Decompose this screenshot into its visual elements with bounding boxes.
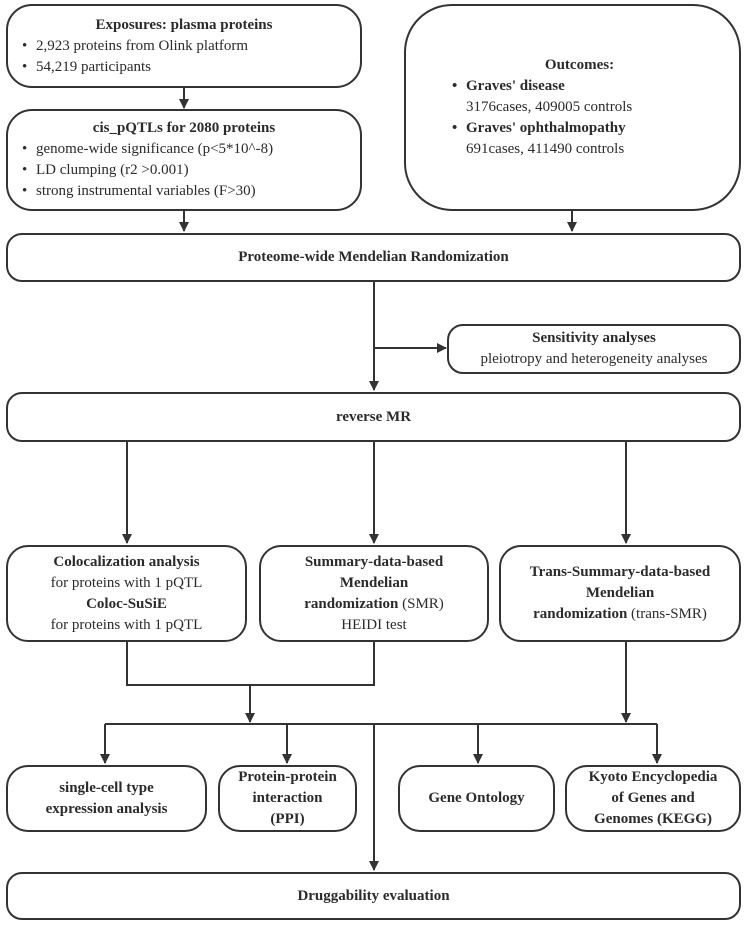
smr-title-b: Mendelian xyxy=(339,574,409,591)
ppi-line2: interaction xyxy=(252,790,323,806)
kegg-line1: Kyoto Encyclopedia xyxy=(588,769,718,785)
exposures-title: Exposures: plasma proteins xyxy=(95,16,273,33)
sensitivity-box: Sensitivity analyses pleiotropy and hete… xyxy=(447,324,741,374)
smr-title-c: randomization xyxy=(304,595,399,612)
smr-line: HEIDI test xyxy=(341,616,407,633)
ppi-line3: (PPI) xyxy=(270,811,305,827)
exposures-list: 2,923 proteins from Olink platform 54,21… xyxy=(20,36,348,78)
smr-suffix: (SMR) xyxy=(398,595,444,612)
coloc-line1: for proteins with 1 pQTL xyxy=(50,574,203,591)
sensitivity-title: Sensitivity analyses xyxy=(532,330,656,346)
trans-smr-suffix: (trans-SMR) xyxy=(627,606,707,622)
trans-smr-title-b: Mendelian xyxy=(585,585,655,601)
outcome-graves-disease-counts: 3176cases, 409005 controls xyxy=(466,99,633,115)
sensitivity-subtitle: pleiotropy and heterogeneity analyses xyxy=(480,351,708,367)
outcomes-list-2: Graves' ophthalmopathy xyxy=(450,118,739,139)
exposures-item: 54,219 participants xyxy=(20,57,348,78)
druggability-title: Druggability evaluation xyxy=(297,887,450,904)
druggability-box: Druggability evaluation xyxy=(6,872,741,920)
smr-title-a: Summary-data-based xyxy=(304,553,444,570)
reverse-mr-box: reverse MR xyxy=(6,392,741,442)
reverse-mr-title: reverse MR xyxy=(335,408,412,425)
gene-ontology-title: Gene Ontology xyxy=(428,790,525,806)
outcomes-list: Graves' disease xyxy=(450,76,739,97)
pwmr-box: Proteome-wide Mendelian Randomization xyxy=(6,233,741,282)
pwmr-title: Proteome-wide Mendelian Randomization xyxy=(238,249,509,265)
coloc-title2: Coloc-SuSiE xyxy=(86,595,167,612)
trans-smr-title-a: Trans-Summary-data-based xyxy=(529,564,711,580)
trans-smr-title-c: randomization xyxy=(533,606,628,622)
line-coloc-smr-merge xyxy=(126,641,375,686)
cis-pqtls-box: cis_pQTLs for 2080 proteins genome-wide … xyxy=(6,109,362,211)
single-cell-box: single-cell type expression analysis xyxy=(6,765,207,832)
exposures-item: 2,923 proteins from Olink platform xyxy=(20,36,348,57)
outcomes-box: Outcomes: Graves' disease 3176cases, 409… xyxy=(404,4,741,211)
outcome-graves-disease: Graves' disease xyxy=(450,76,739,97)
trans-smr-box: Trans-Summary-data-based Mendelian rando… xyxy=(499,545,741,642)
kegg-box: Kyoto Encyclopedia of Genes and Genomes … xyxy=(565,765,741,832)
single-cell-line2: expression analysis xyxy=(45,800,168,817)
outcome-graves-ophthalmopathy: Graves' ophthalmopathy xyxy=(450,118,739,139)
ppi-line1: Protein-protein xyxy=(238,769,337,785)
smr-box: Summary-data-based Mendelian randomizati… xyxy=(259,545,489,642)
exposures-box: Exposures: plasma proteins 2,923 protein… xyxy=(6,4,362,88)
kegg-line3: Genomes (KEGG) xyxy=(594,811,712,827)
kegg-line2: of Genes and xyxy=(611,790,695,806)
cis-pqtls-item: LD clumping (r2 >0.001) xyxy=(20,160,348,181)
cis-pqtls-list: genome-wide significance (p<5*10^-8) LD … xyxy=(20,139,348,202)
ppi-box: Protein-protein interaction (PPI) xyxy=(218,765,357,832)
gene-ontology-box: Gene Ontology xyxy=(398,765,555,832)
coloc-title: Colocalization analysis xyxy=(53,553,200,570)
coloc-line2: for proteins with 1 pQTL xyxy=(50,616,203,633)
coloc-box: Colocalization analysis for proteins wit… xyxy=(6,545,247,642)
outcomes-title: Outcomes: xyxy=(544,57,615,73)
single-cell-line1: single-cell type xyxy=(59,779,154,796)
outcome-graves-ophthalmopathy-counts: 691cases, 411490 controls xyxy=(466,141,625,157)
cis-pqtls-item: genome-wide significance (p<5*10^-8) xyxy=(20,139,348,160)
cis-pqtls-title: cis_pQTLs for 2080 proteins xyxy=(92,120,276,136)
cis-pqtls-item: strong instrumental variables (F>30) xyxy=(20,181,348,202)
